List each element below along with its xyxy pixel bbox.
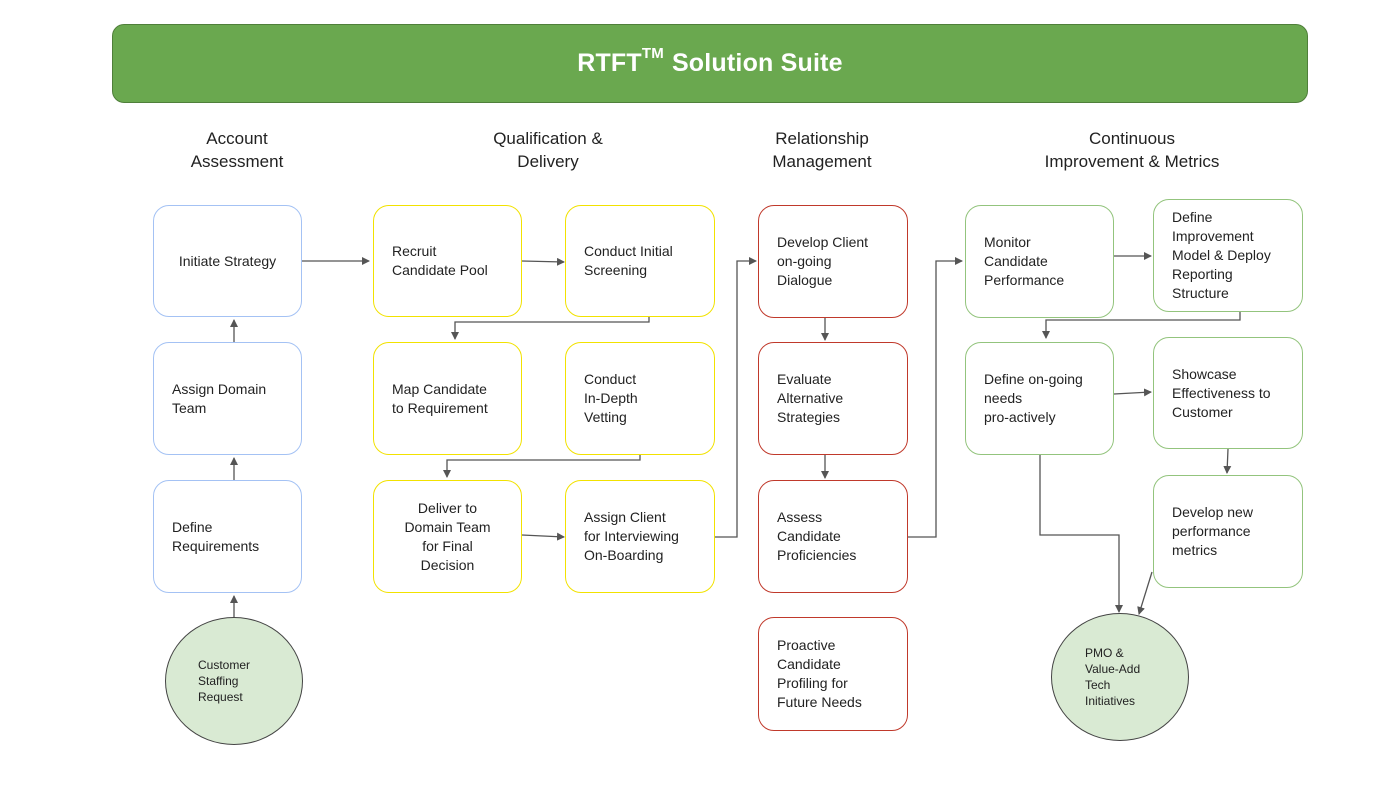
circle-pmo-value-add: PMO & Value-Add Tech Initiatives [1051, 613, 1189, 741]
box-define-improvement-model: Define Improvement Model & Deploy Report… [1153, 199, 1303, 312]
box-map-candidate-to-requirement: Map Candidate to Requirement [373, 342, 522, 455]
column-header-continuous-improvement: Continuous Improvement & Metrics [1044, 129, 1220, 171]
title-banner: RTFTTM Solution Suite [112, 24, 1308, 103]
box-conduct-initial-screening: Conduct Initial Screening [565, 205, 715, 317]
arrow-metrics-to-pmo [1137, 571, 1153, 615]
box-deliver-to-domain-team: Deliver to Domain Team for Final Decisio… [373, 480, 522, 593]
arrow-needs-to-showcase [1113, 388, 1152, 397]
title-main: RTFT [577, 49, 642, 77]
box-recruit-candidate-pool: Recruit Candidate Pool [373, 205, 522, 317]
box-proactive-candidate-profiling: Proactive Candidate Profiling for Future… [758, 617, 908, 731]
page-title: RTFTTM Solution Suite [577, 45, 843, 78]
arrow-deliver-to-assign-client [521, 532, 565, 541]
title-rest: Solution Suite [671, 49, 843, 77]
box-initiate-strategy: Initiate Strategy [153, 205, 302, 317]
arrow-assess-to-monitor [907, 257, 963, 538]
circle-customer-staffing-request: Customer Staffing Request [165, 617, 303, 745]
column-header-qualification-delivery: Qualification & Delivery [493, 129, 603, 171]
arrow-recruit-to-screening [521, 257, 565, 266]
box-conduct-in-depth-vetting: Conduct In-Depth Vetting [565, 342, 715, 455]
box-assign-domain-team: Assign Domain Team [153, 342, 302, 455]
box-develop-client-dialogue: Develop Client on-going Dialogue [758, 205, 908, 318]
column-header-relationship-management: Relationship Management [772, 129, 872, 171]
box-define-ongoing-needs: Define on-going needs pro-actively [965, 342, 1114, 455]
box-assess-candidate-proficiencies: Assess Candidate Proficiencies [758, 480, 908, 593]
box-monitor-candidate-performance: Monitor Candidate Performance [965, 205, 1114, 318]
column-header-account-assessment: Account Assessment [190, 129, 284, 171]
arrow-assign-client-to-dialogue [715, 257, 757, 538]
title-trademark: TM [641, 45, 664, 62]
box-define-requirements: Define Requirements [153, 480, 302, 593]
arrow-define-model-to-needs [1042, 312, 1241, 339]
arrow-screening-to-map [451, 316, 650, 340]
box-evaluate-alternative-strategies: Evaluate Alternative Strategies [758, 342, 908, 455]
box-assign-client-interviewing: Assign Client for Interviewing On-Boardi… [565, 480, 715, 593]
box-develop-performance-metrics: Develop new performance metrics [1153, 475, 1303, 588]
arrow-needs-to-pmo [1039, 455, 1123, 613]
arrow-showcase-to-metrics [1223, 448, 1232, 474]
arrow-vetting-to-deliver [443, 454, 641, 478]
box-showcase-effectiveness: Showcase Effectiveness to Customer [1153, 337, 1303, 449]
